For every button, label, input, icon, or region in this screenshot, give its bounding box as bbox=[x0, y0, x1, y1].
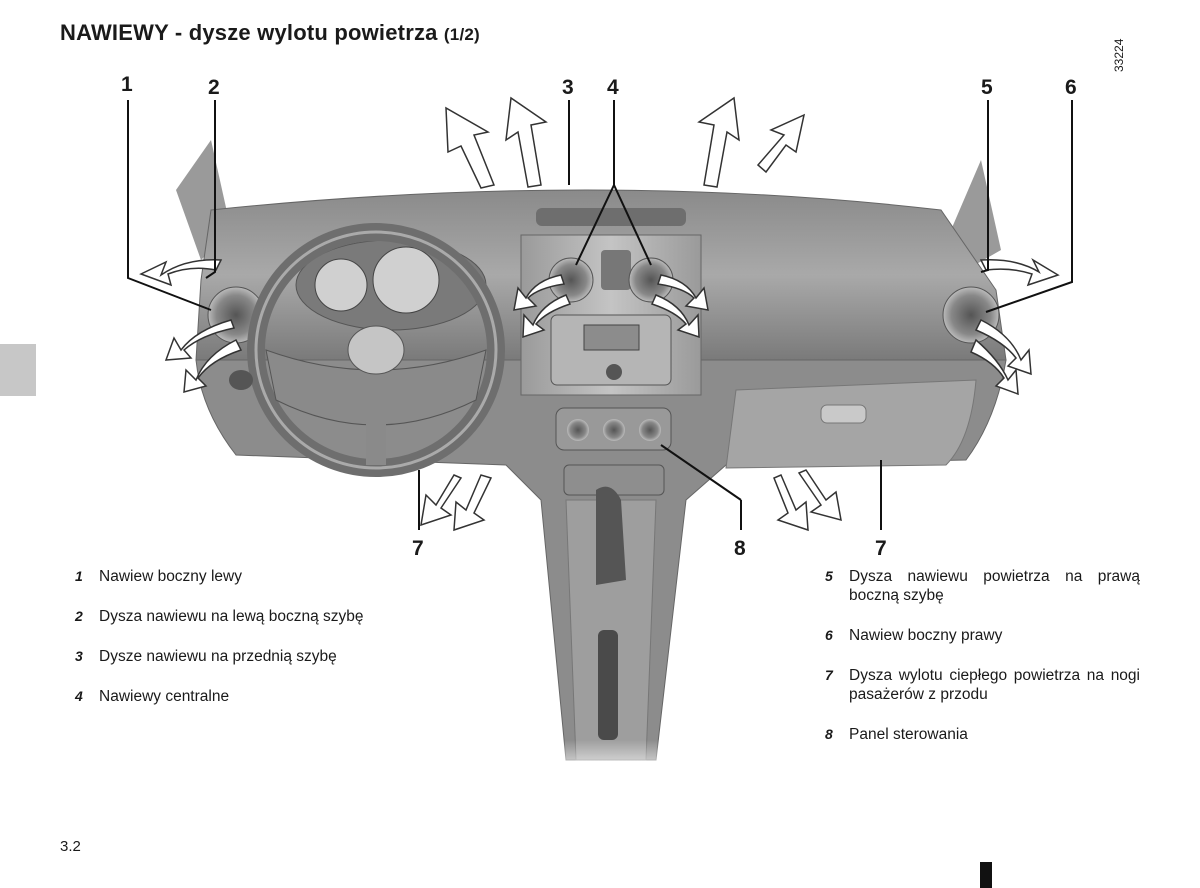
legend-item: 2 Dysza nawiewu na lewą boczną szybę bbox=[75, 607, 405, 626]
legend-number: 3 bbox=[75, 648, 83, 664]
defrost-slot bbox=[536, 208, 686, 226]
steering-hub bbox=[347, 325, 405, 375]
legend-number: 8 bbox=[825, 726, 833, 742]
callout-5: 5 bbox=[981, 76, 993, 99]
legend-item: 7 Dysza wylotu ciepłego powietrza na nog… bbox=[825, 666, 1140, 704]
legend-text: Dysza nawiewu na lewą boczną szybę bbox=[99, 608, 364, 625]
radio-display bbox=[583, 324, 640, 351]
dashboard-illustration bbox=[127, 96, 1073, 780]
legend-text: Dysza nawiewu powietrza na prawą boczną … bbox=[849, 568, 1140, 604]
legend-number: 2 bbox=[75, 608, 83, 624]
callout-7-right: 7 bbox=[875, 537, 887, 560]
legend-text: Nawiew boczny prawy bbox=[849, 627, 1003, 644]
legend-left: 1 Nawiew boczny lewy 2 Dysza nawiewu na … bbox=[75, 567, 405, 727]
callout-1: 1 bbox=[121, 73, 133, 96]
callout-6: 6 bbox=[1065, 76, 1077, 99]
page-edge-marker bbox=[980, 862, 992, 888]
legend-number: 1 bbox=[75, 568, 83, 584]
legend-item: 8 Panel sterowania bbox=[825, 725, 1140, 744]
callout-3: 3 bbox=[562, 76, 574, 99]
glove-box bbox=[725, 379, 977, 469]
legend-item: 4 Nawiewy centralne bbox=[75, 687, 405, 706]
page-title: NAWIEWY - dysze wylotu powietrza (1/2) bbox=[60, 20, 480, 46]
legend-text: Panel sterowania bbox=[849, 726, 968, 743]
page-number: 3.2 bbox=[60, 838, 81, 855]
callout-4: 4 bbox=[607, 76, 619, 99]
legend-item: 3 Dysze nawiewu na przednią szybę bbox=[75, 647, 405, 666]
legend-item: 1 Nawiew boczny lewy bbox=[75, 567, 405, 586]
hazard-panel bbox=[601, 250, 631, 290]
legend-item: 6 Nawiew boczny prawy bbox=[825, 626, 1140, 645]
callout-2: 2 bbox=[208, 76, 220, 99]
legend-right: 5 Dysza nawiewu powietrza na prawą boczn… bbox=[825, 567, 1140, 765]
legend-number: 6 bbox=[825, 627, 833, 643]
legend-item: 5 Dysza nawiewu powietrza na prawą boczn… bbox=[825, 567, 1140, 605]
legend-text: Nawiewy centralne bbox=[99, 688, 230, 705]
callout-8: 8 bbox=[734, 537, 746, 560]
callout-7-left: 7 bbox=[412, 537, 424, 560]
title-text: NAWIEWY - dysze wylotu powietrza bbox=[60, 20, 438, 45]
legend-text: Nawiew boczny lewy bbox=[99, 568, 242, 585]
legend-text: Dysza wylotu ciepłego powietrza na nogi … bbox=[849, 667, 1140, 703]
handbrake bbox=[598, 630, 618, 740]
glove-box-handle bbox=[820, 404, 867, 424]
radio-knob bbox=[606, 364, 622, 380]
legend-number: 4 bbox=[75, 688, 83, 704]
gear-lever bbox=[596, 486, 626, 585]
legend-number: 5 bbox=[825, 568, 833, 584]
section-tab bbox=[0, 344, 36, 396]
title-part: (1/2) bbox=[443, 25, 480, 44]
legend-number: 7 bbox=[825, 667, 833, 683]
legend-text: Dysze nawiewu na przednią szybę bbox=[99, 648, 337, 665]
